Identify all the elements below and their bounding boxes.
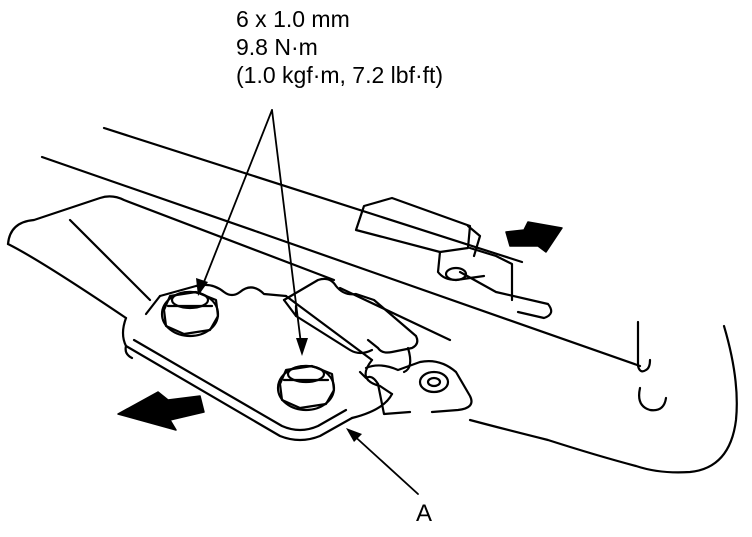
rail-clip [354, 196, 553, 320]
mounting-plate [6, 195, 354, 442]
arrow-icon [505, 221, 563, 253]
bolt-icon [160, 290, 220, 338]
torque-spec-newton-meters: 9.8 N·m [236, 34, 318, 60]
bolt-icon [276, 364, 336, 412]
leader-arrowheads [196, 278, 362, 442]
clip-bracket [282, 277, 419, 374]
latch-hardware [358, 360, 473, 416]
rail-outline [40, 126, 642, 368]
arrow-icon [117, 391, 205, 431]
leader-lines [199, 109, 419, 495]
callout-label-a: A [416, 500, 433, 527]
torque-spec-bolt-size: 6 x 1.0 mm [236, 6, 350, 32]
body-panel [468, 320, 738, 474]
torque-spec-alternate-units: (1.0 kgf·m, 7.2 lbf·ft) [236, 62, 444, 88]
